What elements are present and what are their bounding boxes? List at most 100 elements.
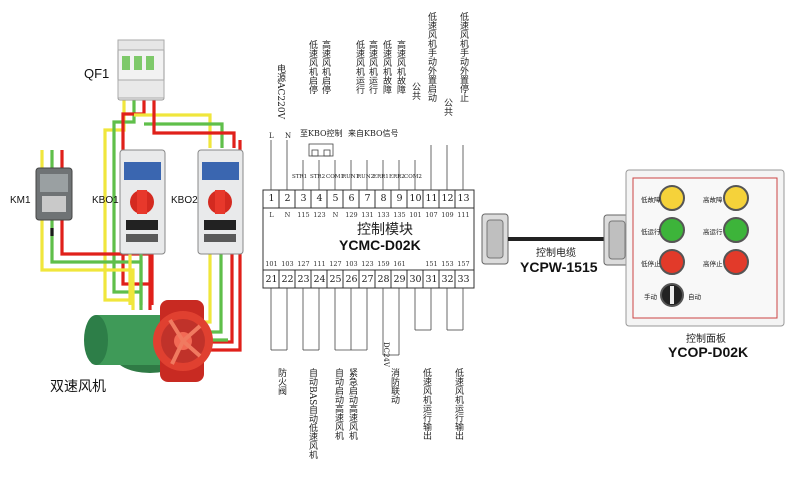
bottom-terminal-wires: [270, 288, 464, 356]
dual-speed-fan: [84, 300, 213, 382]
bottom-terminal-22: 22: [281, 274, 294, 285]
bottom-code-23: 127: [297, 260, 310, 268]
bottom-code-26: 103: [345, 260, 358, 268]
top-code-10: 101: [409, 211, 422, 219]
wire-tag-str2: STR2: [310, 174, 326, 180]
top-label-manual-start: 低速风机手动外置启动: [426, 12, 436, 102]
bottom-code-24: 111: [313, 260, 326, 268]
bottom-terminal-29: 29: [393, 274, 406, 285]
bottom-code-28: 159: [377, 260, 390, 268]
top-terminal-1: 1: [268, 193, 275, 204]
panel-model: YCOP-D02K: [668, 344, 749, 360]
top-label-power: 电源AC220V: [275, 64, 285, 120]
fan-label: 双速风机: [50, 378, 106, 394]
top-terminal-10: 10: [409, 193, 422, 204]
bottom-label-fire-damper: 防火阀: [276, 368, 286, 395]
module-db15-connector: [481, 213, 509, 265]
bottom-terminal-30: 30: [409, 274, 422, 285]
top-label-common2: 公共: [442, 98, 452, 116]
panel-title: 控制面板: [686, 334, 726, 345]
top-label-low-fault: 低速风机故障: [381, 40, 391, 94]
wire-tag-com1: COM1: [326, 174, 344, 180]
top-terminal-7: 7: [364, 193, 371, 204]
cable-model: YCPW-1515: [520, 259, 598, 275]
top-label-common1: 公共: [410, 82, 420, 100]
bottom-code-29: 161: [393, 260, 406, 268]
bottom-label-auto-high: 自动启动高速风机: [333, 368, 343, 440]
bottom-terminal-25: 25: [329, 274, 342, 285]
top-terminal-4: 4: [316, 193, 323, 204]
wire-tag-n: N: [285, 132, 292, 140]
bottom-terminal-28: 28: [377, 274, 390, 285]
top-code-13: 111: [457, 211, 470, 219]
wire-tag-l: L: [269, 132, 274, 140]
bottom-terminal-32: 32: [441, 274, 454, 285]
top-label-high-fault: 高速风机故障: [395, 40, 405, 94]
panel-switch-manual: 手动: [644, 293, 657, 301]
bottom-terminal-31: 31: [425, 274, 438, 285]
top-code-12: 109: [441, 211, 454, 219]
top-code-2: N: [284, 211, 291, 219]
top-terminal-6: 6: [348, 193, 355, 204]
panel-lamp-low-run: 低运行: [641, 228, 661, 236]
starter-kbo1: [119, 149, 166, 255]
panel-lamp-high-stop: 高停止: [703, 260, 723, 268]
bottom-code-31: 151: [425, 260, 438, 268]
wire-tag-com2: COM2: [404, 174, 422, 180]
panel-lamps: [659, 185, 749, 307]
bottom-tag-dc24v: DC24V: [382, 342, 390, 367]
top-label-low-run: 低速风机运行: [354, 40, 364, 94]
module-title: 控制模块: [357, 222, 413, 238]
top-terminal-wires: [270, 140, 464, 190]
cable-name: 控制电缆: [536, 248, 576, 259]
bottom-code-27: 123: [361, 260, 374, 268]
starter-kbo2: [197, 149, 244, 255]
bottom-terminal-21: 21: [265, 274, 278, 285]
top-code-7: 131: [361, 211, 374, 219]
top-code-1: L: [269, 211, 274, 219]
wire-tag-err2: ERR2: [389, 174, 405, 180]
control-module-box: [262, 189, 475, 289]
bottom-terminal-26: 26: [345, 274, 358, 285]
bottom-label-bas-auto-low: 自动BAS自动低速风机: [307, 368, 317, 460]
top-code-4: 123: [313, 211, 326, 219]
contactor-km1: [35, 167, 73, 221]
breaker-label: QF1: [84, 66, 110, 81]
bottom-terminal-33: 33: [457, 274, 470, 285]
top-terminal-13: 13: [457, 193, 470, 204]
bottom-code-32: 153: [441, 260, 454, 268]
top-terminal-8: 8: [380, 193, 387, 204]
bottom-terminal-23: 23: [297, 274, 310, 285]
top-label-high-startstop: 高速风机启停: [320, 40, 330, 94]
starter2-label: KBO2: [171, 195, 198, 206]
panel-lamp-high-run: 高运行: [703, 228, 723, 236]
top-code-6: 129: [345, 211, 358, 219]
top-terminal-9: 9: [396, 193, 403, 204]
module-model: YCMC-D02K: [339, 237, 421, 253]
bottom-code-25: 127: [329, 260, 342, 268]
top-label-high-run: 高速风机运行: [367, 40, 377, 94]
bottom-label-low-output: 低速风机运行输出: [421, 368, 431, 440]
panel-lamp-low-stop: 低停止: [641, 260, 661, 268]
top-code-3: 115: [297, 211, 310, 219]
bottom-terminal-24: 24: [313, 274, 326, 285]
top-terminal-3: 3: [300, 193, 307, 204]
top-code-11: 107: [425, 211, 438, 219]
bottom-terminal-27: 27: [361, 274, 374, 285]
top-code-5: N: [332, 211, 339, 219]
top-code-9: 135: [393, 211, 406, 219]
top-label-low-startstop: 低速风机启停: [307, 40, 317, 94]
top-sub-label-from-kbo: 来自KBO信号: [348, 129, 399, 138]
wire-tag-run1: RUN1: [342, 174, 360, 180]
breaker-qf1: [117, 39, 165, 101]
contactor-label: KM1: [10, 195, 31, 206]
top-terminal-5: 5: [332, 193, 339, 204]
bottom-code-22: 103: [281, 260, 294, 268]
bottom-code-33: 157: [457, 260, 470, 268]
top-sub-label-to-kbo: 至KBO控制: [300, 129, 343, 138]
starter1-label: KBO1: [92, 195, 119, 206]
wire-tag-str1: STR1: [292, 174, 308, 180]
top-terminal-12: 12: [441, 193, 454, 204]
panel-switch-auto: 自动: [688, 293, 701, 301]
